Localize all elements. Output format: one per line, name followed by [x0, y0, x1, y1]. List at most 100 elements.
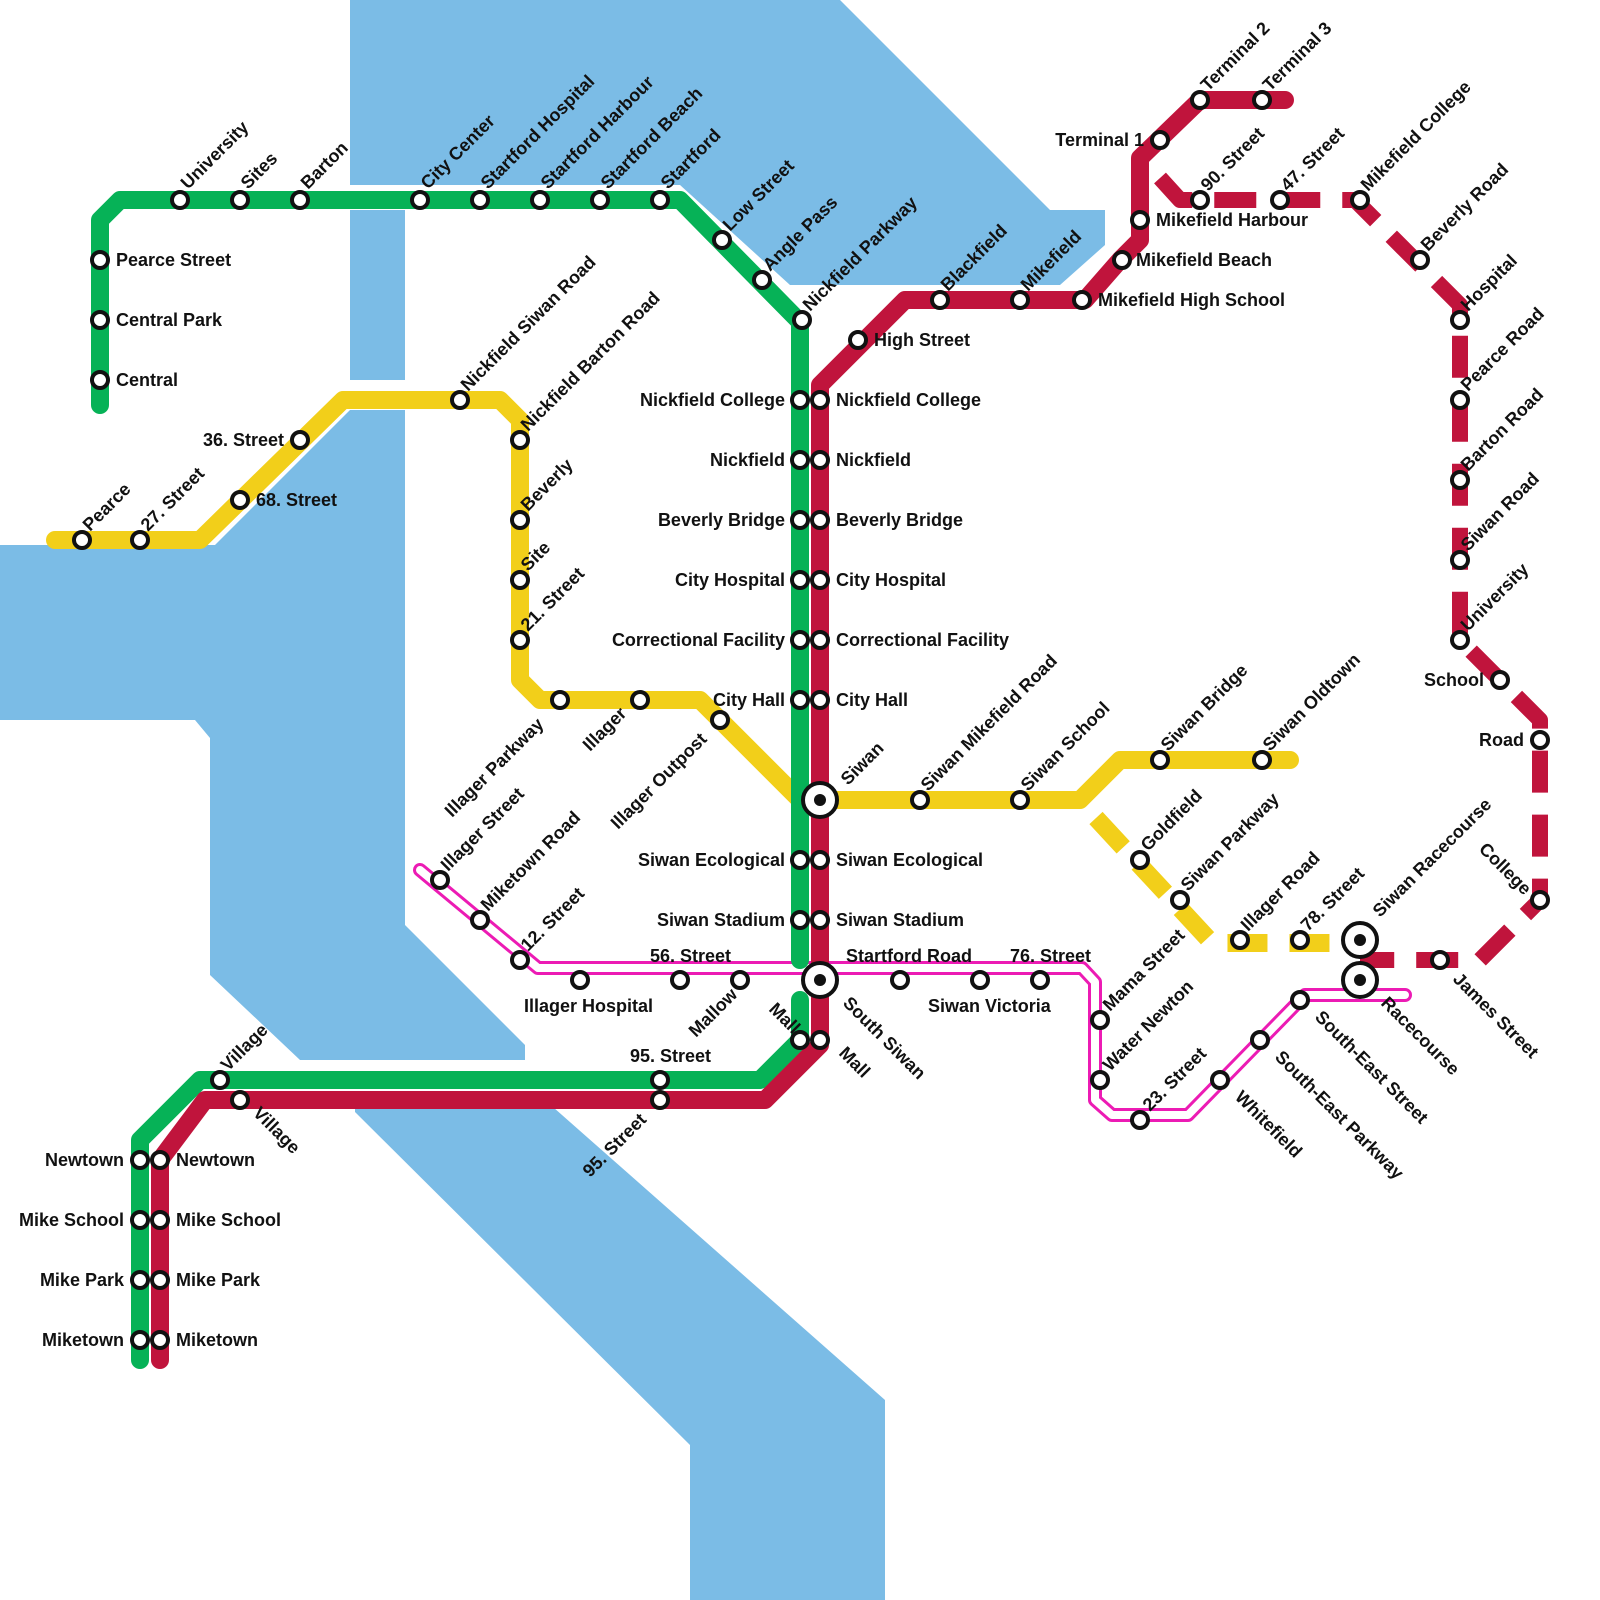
station-school[interactable]	[1490, 670, 1510, 690]
station-21-street[interactable]	[510, 630, 530, 650]
station-green-village[interactable]	[210, 1070, 230, 1090]
station-23-street[interactable]	[1130, 1110, 1150, 1130]
station-siwan-road[interactable]	[1450, 550, 1470, 570]
station-mama-street[interactable]	[1090, 1010, 1110, 1030]
station-red-miketown[interactable]	[150, 1330, 170, 1350]
station-college[interactable]	[1530, 890, 1550, 910]
station-green-nickfield-college[interactable]	[790, 390, 810, 410]
station-mikefield[interactable]	[1010, 290, 1030, 310]
station-27-street[interactable]	[130, 530, 150, 550]
station-mallow[interactable]	[730, 970, 750, 990]
station-site[interactable]	[510, 570, 530, 590]
station-nickfield-barton-road[interactable]	[510, 430, 530, 450]
station-90-street[interactable]	[1190, 190, 1210, 210]
station-terminal-1[interactable]	[1150, 130, 1170, 150]
station-pearce[interactable]	[72, 530, 92, 550]
station-beverly[interactable]	[510, 510, 530, 530]
station-central-park[interactable]	[90, 310, 110, 330]
station-siwan-oldtown[interactable]	[1252, 750, 1272, 770]
station-illager-road[interactable]	[1230, 930, 1250, 950]
station-green-miketown[interactable]	[130, 1330, 150, 1350]
station-nickfield-parkway[interactable]	[792, 310, 812, 330]
station-james-street[interactable]	[1430, 950, 1450, 970]
station-green-city-hall[interactable]	[790, 690, 810, 710]
station-green-newtown[interactable]	[130, 1150, 150, 1170]
station-red-siwan-ecological[interactable]	[810, 850, 830, 870]
station-green-mike-park[interactable]	[130, 1270, 150, 1290]
station-red-mike-school[interactable]	[150, 1210, 170, 1230]
station-siwan-victoria[interactable]	[970, 970, 990, 990]
station-startford-road[interactable]	[890, 970, 910, 990]
station-illager[interactable]	[630, 690, 650, 710]
station-green-top-6[interactable]	[590, 190, 610, 210]
station-red-mike-park[interactable]	[150, 1270, 170, 1290]
station-78-street[interactable]	[1290, 930, 1310, 950]
station-nickfield-siwan-road[interactable]	[450, 390, 470, 410]
station-south-east-street[interactable]	[1290, 990, 1310, 1010]
station-green-top-2[interactable]	[290, 190, 310, 210]
station-red-village[interactable]	[230, 1090, 250, 1110]
station-red-newtown[interactable]	[150, 1150, 170, 1170]
station-red-nickfield-college[interactable]	[810, 390, 830, 410]
station-siwan-parkway[interactable]	[1170, 890, 1190, 910]
station-pearce-street[interactable]	[90, 250, 110, 270]
station-goldfield[interactable]	[1130, 850, 1150, 870]
station-56-street[interactable]	[670, 970, 690, 990]
station-green-nickfield[interactable]	[790, 450, 810, 470]
station-terminal-3[interactable]	[1252, 90, 1272, 110]
station-green-top-0[interactable]	[170, 190, 190, 210]
station-illager-hospital[interactable]	[570, 970, 590, 990]
station-siwan-school[interactable]	[1010, 790, 1030, 810]
station-green-mike-school[interactable]	[130, 1210, 150, 1230]
station-beverly-road[interactable]	[1410, 250, 1430, 270]
station-green-city-hospital[interactable]	[790, 570, 810, 590]
station-hospital[interactable]	[1450, 310, 1470, 330]
station-university-east[interactable]	[1450, 630, 1470, 650]
station-green-top-3[interactable]	[410, 190, 430, 210]
station-illager-street[interactable]	[430, 870, 450, 890]
station-47-street[interactable]	[1270, 190, 1290, 210]
station-siwan-mikefield-road[interactable]	[910, 790, 930, 810]
station-green-top-4[interactable]	[470, 190, 490, 210]
station-illager-outpost[interactable]	[710, 710, 730, 730]
station-angle-pass[interactable]	[752, 270, 772, 290]
station-green-correctional-facility[interactable]	[790, 630, 810, 650]
station-mikefield-high-school[interactable]	[1072, 290, 1092, 310]
station-water-newton[interactable]	[1090, 1070, 1110, 1090]
station-mikefield-college[interactable]	[1350, 190, 1370, 210]
station-whitefield[interactable]	[1210, 1070, 1230, 1090]
station-mikefield-harbour[interactable]	[1130, 210, 1150, 230]
station-68-street[interactable]	[230, 490, 250, 510]
station-red-city-hospital[interactable]	[810, 570, 830, 590]
station-red-95-street[interactable]	[650, 1090, 670, 1110]
station-red-nickfield[interactable]	[810, 450, 830, 470]
station-red-city-hall[interactable]	[810, 690, 830, 710]
station-barton-road[interactable]	[1450, 470, 1470, 490]
station-red-beverly-bridge[interactable]	[810, 510, 830, 530]
station-central[interactable]	[90, 370, 110, 390]
station-green-mall[interactable]	[790, 1030, 810, 1050]
station-high-street[interactable]	[848, 330, 868, 350]
station-terminal-2[interactable]	[1190, 90, 1210, 110]
station-illager-parkway[interactable]	[550, 690, 570, 710]
station-mikefield-beach[interactable]	[1112, 250, 1132, 270]
station-red-siwan-stadium[interactable]	[810, 910, 830, 930]
station-36-street[interactable]	[290, 430, 310, 450]
station-red-correctional-facility[interactable]	[810, 630, 830, 650]
station-green-top-1[interactable]	[230, 190, 250, 210]
station-green-top-7[interactable]	[650, 190, 670, 210]
station-road[interactable]	[1530, 730, 1550, 750]
station-green-siwan-stadium[interactable]	[790, 910, 810, 930]
station-green-beverly-bridge[interactable]	[790, 510, 810, 530]
station-green-top-5[interactable]	[530, 190, 550, 210]
station-south-east-parkway[interactable]	[1250, 1030, 1270, 1050]
station-low-street[interactable]	[712, 230, 732, 250]
station-blackfield[interactable]	[930, 290, 950, 310]
station-green-95-street[interactable]	[650, 1070, 670, 1090]
station-red-mall[interactable]	[810, 1030, 830, 1050]
station-pearce-road[interactable]	[1450, 390, 1470, 410]
station-76-street[interactable]	[1030, 970, 1050, 990]
station-siwan-bridge[interactable]	[1150, 750, 1170, 770]
station-green-siwan-ecological[interactable]	[790, 850, 810, 870]
station-miketown-road[interactable]	[470, 910, 490, 930]
